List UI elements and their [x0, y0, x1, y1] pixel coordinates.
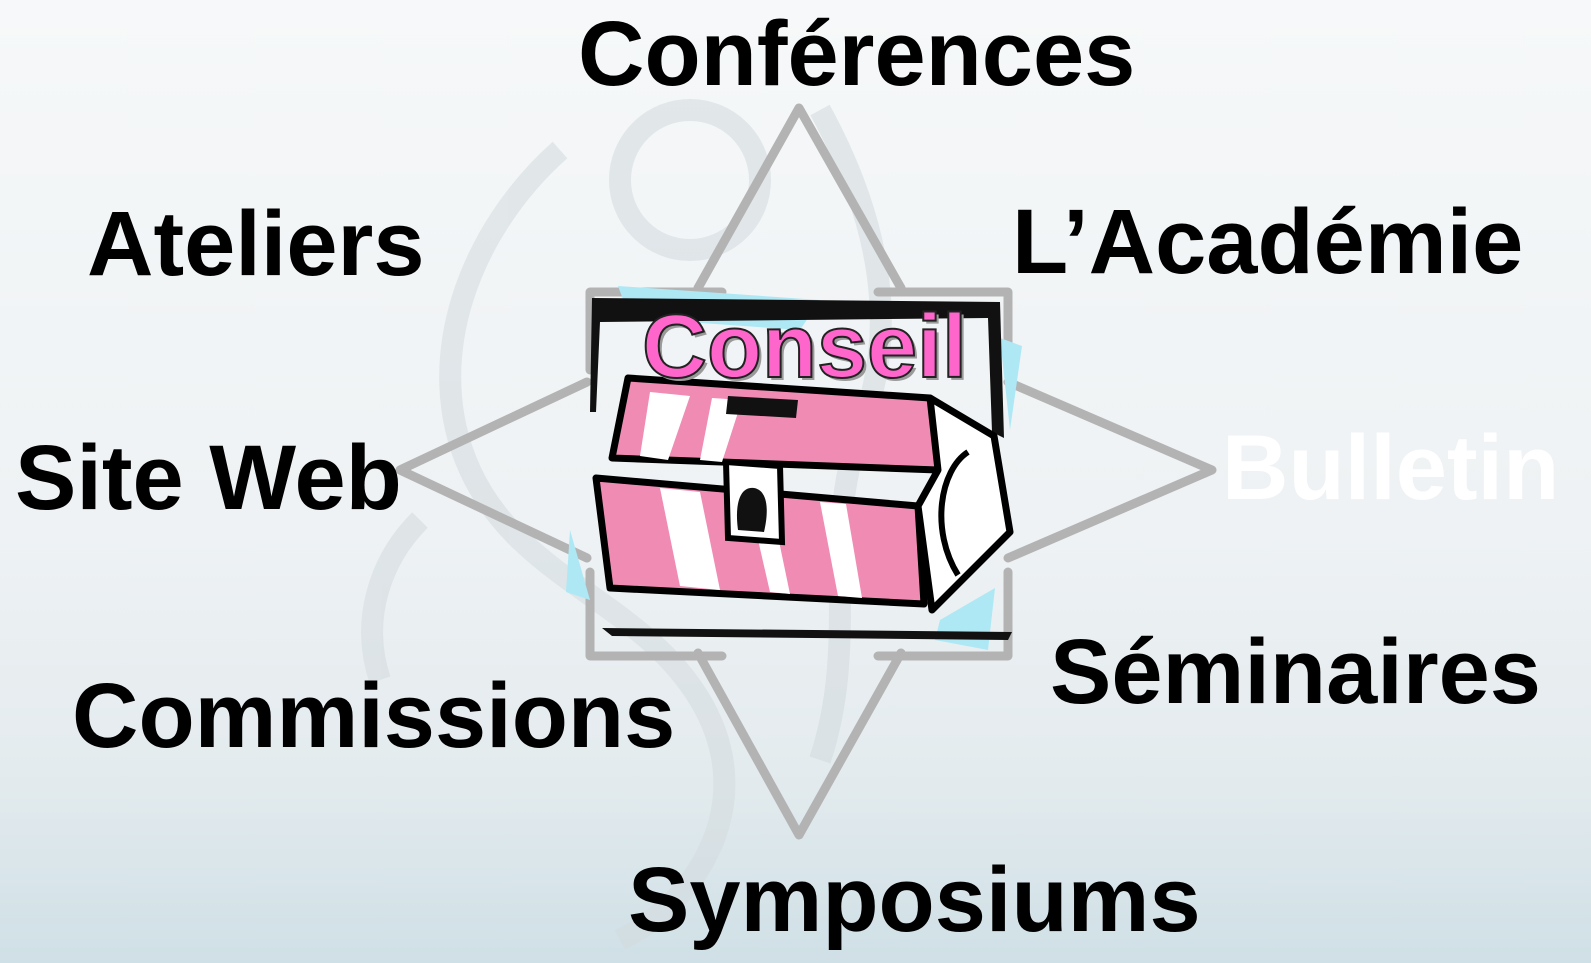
node-label-bulletin: Bulletin [1222, 417, 1560, 519]
node-label-ateliers: Ateliers [87, 193, 425, 295]
node-label-symposiums: Symposiums [628, 849, 1201, 951]
node-label-commissions: Commissions [72, 665, 676, 767]
node-label-seminaires: Séminaires [1050, 621, 1541, 723]
node-label-academie: L’Académie [1012, 191, 1524, 293]
treasure-chest-icon [566, 286, 1022, 650]
center-label-conseil: Conseil [641, 297, 968, 397]
node-label-site-web: Site Web [15, 427, 402, 529]
node-label-conferences: Conférences [578, 3, 1136, 105]
